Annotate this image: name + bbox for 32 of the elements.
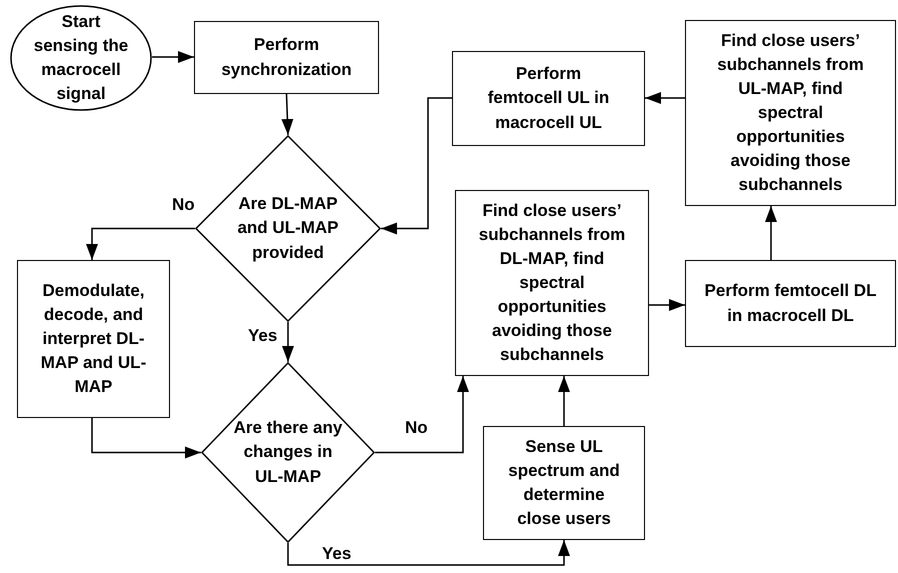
arrow xyxy=(381,97,452,234)
arrow xyxy=(282,322,294,362)
decision-text: Are there any changes in UL-MAP xyxy=(233,417,343,488)
arrow xyxy=(375,376,469,454)
step-text: Perform synchronization xyxy=(220,34,353,80)
process-box xyxy=(194,21,379,94)
step-text: Find close users’ subchannels from UL-MAP, find spectral opportunities avoiding those subchannels xyxy=(716,30,865,196)
start-ellipse xyxy=(10,5,152,111)
arrow xyxy=(287,540,570,566)
process-box xyxy=(685,260,896,347)
arrow xyxy=(152,51,194,63)
decision-text: Are DL-MAP and UL-MAP provided xyxy=(236,193,340,264)
arrow xyxy=(765,206,777,260)
arrow xyxy=(86,228,195,260)
arrow xyxy=(649,299,685,311)
step-text: Start sensing the macrocell signal xyxy=(32,10,130,106)
arrow xyxy=(558,376,570,426)
process-box xyxy=(452,51,645,146)
step-text: Perform femtocell UL in macrocell UL xyxy=(486,63,610,134)
process-box xyxy=(17,260,170,418)
process-box xyxy=(455,190,649,376)
process-box xyxy=(483,426,645,540)
step-text: Perform femtocell DL in macrocell DL xyxy=(704,280,878,326)
step-text: Demodulate, decode, and interpret DL-MAP and UL-MAP xyxy=(40,280,148,398)
step-text: Sense UL spectrum and determine close users xyxy=(507,436,621,530)
arrow xyxy=(91,418,201,458)
arrow xyxy=(645,92,685,104)
decision-diamond xyxy=(201,362,375,543)
process-box xyxy=(685,20,896,206)
decision-diamond xyxy=(195,135,381,322)
step-text: Find close users’ subchannels from DL-MAP, find spectral opportunities avoiding those subchannels xyxy=(478,200,626,366)
arrow xyxy=(281,94,294,136)
